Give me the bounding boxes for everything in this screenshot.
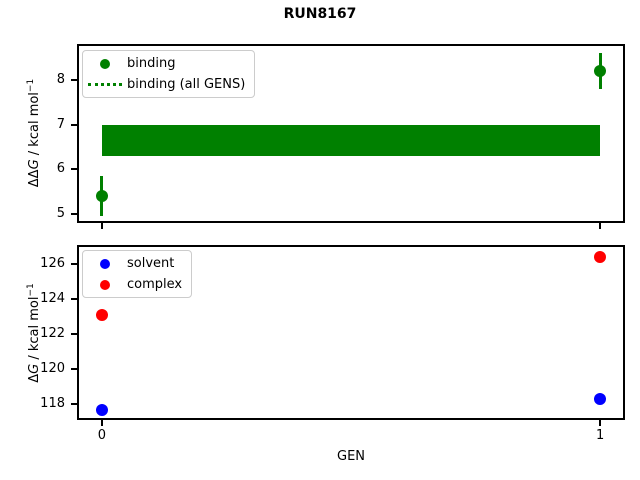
y-tick-label: 120 [40, 361, 65, 377]
ylabel-superscript: −1 [25, 283, 36, 297]
legend-label-solvent: solvent [127, 256, 175, 271]
components-plot-area: 118 120 122 124 126 0 1 [40, 245, 625, 443]
y-tick-label: 122 [40, 326, 65, 342]
figure-title: RUN8167 [283, 6, 357, 22]
legend-label-complex: complex [127, 277, 183, 292]
complex-point [594, 251, 607, 264]
solvent-point [594, 393, 607, 405]
legend-row-binding: binding [83, 53, 245, 74]
ylabel-superscript: −1 [25, 78, 36, 93]
components-legend: solvent complex [82, 250, 193, 298]
y-tick-label: 124 [40, 291, 65, 307]
binding-plot-area: 5 6 7 8 [57, 44, 625, 229]
binding-point [594, 64, 607, 77]
y-tick-mark [71, 403, 77, 406]
binding-y-axis-label: ΔΔG / kcal mol−1 [26, 79, 42, 187]
ylabel-delta: Δ [27, 373, 43, 383]
x-tick-mark [100, 420, 103, 426]
legend-marker-cell [83, 279, 127, 290]
components-y-axis-label: ΔG / kcal mol−1 [26, 283, 42, 383]
x-tick-mark [599, 223, 602, 229]
y-tick-label: 5 [56, 206, 65, 222]
legend-marker-cell [83, 83, 127, 86]
ylabel-unit: / kcal mol [27, 296, 43, 364]
y-tick-label: 7 [56, 116, 65, 132]
ylabel-unit: / kcal mol [27, 92, 43, 160]
y-tick-mark [71, 168, 77, 171]
y-tick-label: 126 [40, 256, 65, 272]
solvent-point [95, 403, 108, 416]
y-tick-label: 8 [56, 71, 65, 87]
x-tick-mark [599, 420, 602, 426]
solvent-marker-icon [100, 258, 110, 269]
x-tick-label: 0 [97, 428, 107, 443]
x-tick-label: 1 [595, 428, 605, 443]
binding-marker-icon [100, 58, 110, 69]
y-tick-mark [71, 298, 77, 301]
y-tick-mark [71, 78, 77, 81]
y-tick-mark [71, 213, 77, 216]
legend-row-solvent: solvent [83, 253, 182, 274]
y-tick-mark [71, 333, 77, 336]
legend-row-binding-all-gens: binding (all GENS) [83, 74, 245, 95]
legend-row-complex: complex [83, 274, 182, 295]
ylabel-variable: G [27, 363, 43, 374]
y-tick-mark [71, 368, 77, 371]
y-tick-label: 6 [56, 161, 65, 177]
y-tick-label: 118 [40, 396, 65, 412]
legend-marker-cell [83, 58, 127, 69]
x-tick-mark [100, 223, 103, 229]
dotted-line-icon [88, 83, 122, 86]
complex-marker-icon [100, 279, 110, 290]
ylabel-delta: ΔΔ [27, 169, 43, 188]
ylabel-variable: G [27, 159, 43, 170]
y-tick-mark [71, 123, 77, 126]
binding-legend: binding binding (all GENS) [82, 50, 256, 98]
components-axes: 118 120 122 124 126 0 1 solvent complex [40, 245, 625, 443]
y-tick-mark [71, 263, 77, 266]
x-axis-label: GEN [336, 449, 366, 464]
complex-point [95, 309, 108, 321]
binding-point [95, 190, 108, 203]
binding-axes: 5 6 7 8 binding binding (all GENS) [57, 44, 625, 229]
legend-marker-cell [83, 258, 127, 269]
legend-label-binding-all-gens: binding (all GENS) [127, 77, 246, 92]
legend-label-binding: binding [127, 56, 176, 71]
all-gens-band [101, 124, 601, 156]
